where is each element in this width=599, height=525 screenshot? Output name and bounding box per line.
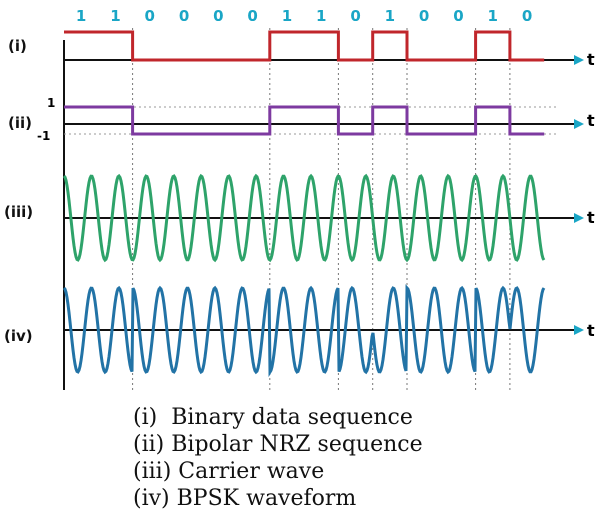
legend-text: Bipolar NRZ sequence [171, 432, 423, 457]
carrier-waveform [62, 173, 546, 263]
row-label-i: (i) [8, 37, 27, 55]
binary-data-waveform [64, 30, 545, 62]
legend-num: (i) [133, 405, 158, 430]
legend-text: Binary data sequence [171, 405, 413, 430]
axis-label-t-1: t [587, 50, 595, 69]
axis-arrow-icon [574, 55, 584, 65]
legend-item-carrier: (iii) Carrier wave [133, 458, 423, 485]
axis-label-t-3: t [587, 208, 595, 227]
legend: (i) Binary data sequence (ii) Bipolar NR… [133, 404, 423, 512]
bipolar-nrz-waveform [64, 105, 545, 136]
row-label-iii: (iii) [4, 203, 33, 221]
axis-label-t-4: t [587, 321, 595, 340]
level-high-label: 1 [47, 96, 55, 110]
bpsk-waveform [62, 284, 546, 378]
bit-label: 0 [247, 7, 257, 25]
bit-label: 0 [213, 7, 223, 25]
waveforms [62, 30, 546, 378]
bit-label: 1 [282, 7, 292, 25]
axis-arrow-icon [574, 119, 584, 129]
row-label-ii: (ii) [8, 114, 32, 132]
bit-label: 0 [419, 7, 429, 25]
legend-num: (iii) [133, 459, 172, 484]
bit-label: 1 [385, 7, 395, 25]
legend-item-nrz: (ii) Bipolar NRZ sequence [133, 431, 423, 458]
legend-text: Carrier wave [178, 459, 325, 484]
level-low-label: -1 [37, 129, 50, 143]
bit-label: 0 [350, 7, 360, 25]
legend-item-bpsk: (iv) BPSK waveform [133, 485, 423, 512]
axis-label-t-2: t [587, 111, 595, 130]
axis-arrow-icon [574, 213, 584, 223]
time-axis-labels: t t t t [587, 50, 595, 340]
bit-label: 0 [145, 7, 155, 25]
legend-num: (iv) [133, 486, 170, 511]
legend-item-binary: (i) Binary data sequence [133, 404, 423, 431]
legend-num: (ii) [133, 432, 165, 457]
legend-text: BPSK waveform [176, 486, 357, 511]
row-label-iv: (iv) [4, 327, 33, 345]
bit-label: 1 [316, 7, 326, 25]
axis-arrow-icon [574, 325, 584, 335]
bit-label: 1 [488, 7, 498, 25]
bit-label: 0 [522, 7, 532, 25]
bit-label: 1 [76, 7, 86, 25]
bit-label: 1 [110, 7, 120, 25]
bit-label: 0 [453, 7, 463, 25]
bit-label: 0 [179, 7, 189, 25]
bit-labels: 1 1 0 0 0 0 1 1 0 1 0 0 1 0 [76, 7, 532, 25]
